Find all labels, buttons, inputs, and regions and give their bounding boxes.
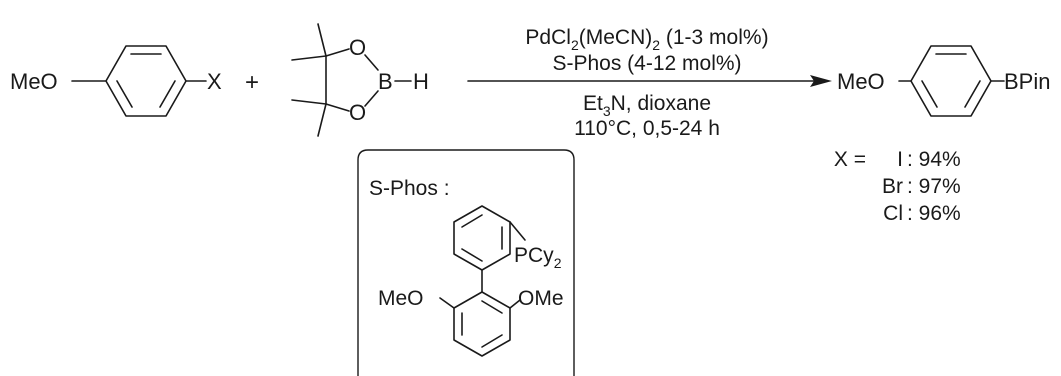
boronate-oxygen-top: O <box>349 35 366 60</box>
reaction-arrow-head <box>810 75 832 87</box>
sphos-c-p-bond <box>509 221 526 241</box>
boron-atom-label: B <box>378 69 393 94</box>
hydrogen-atom-label: H <box>413 69 429 94</box>
temperature-time-label: 110°C, 0,5-24 h <box>574 117 720 140</box>
sphos-title: S-Phos : <box>369 177 450 200</box>
yield-value: : 96% <box>907 202 961 225</box>
aryl-halide: MeO X <box>10 45 222 117</box>
yield-table: X = I : 94% Br : 97% Cl : 96% <box>834 148 961 225</box>
boronate-oxygen-bottom: O <box>349 100 366 125</box>
reactant-benzene-ring <box>105 45 187 117</box>
sphos-structure-box: S-Phos : PCy2 MeO OMe <box>357 149 575 376</box>
sphos-left-methoxy-label: MeO <box>378 287 424 310</box>
product-bpin-label: BPin <box>1004 69 1050 94</box>
yield-prefix: X = <box>834 148 866 171</box>
ligand-label: S-Phos (4-12 mol%) <box>552 52 741 75</box>
catalyst-label: PdCl2(MeCN)2 (1-3 mol%) <box>525 26 768 53</box>
sphos-box-border <box>357 149 575 376</box>
pinacolborane: O O B H <box>291 23 429 137</box>
product-methoxy-label: MeO <box>837 69 885 94</box>
pinacol-methyl-groups <box>291 23 327 137</box>
sphos-upper-ring-double-bonds <box>461 214 503 262</box>
sphos-phosphine-label: PCy2 <box>514 244 562 271</box>
product-benzene-ring <box>910 45 992 117</box>
sphos-lower-ring-double-bonds <box>461 300 503 348</box>
pinacol-c-o-bond-top <box>325 48 350 57</box>
yield-value: : 94% <box>907 148 961 171</box>
sphos-left-c-o-bond <box>439 297 455 309</box>
sphos-right-c-o-bond <box>509 299 521 309</box>
product-ring-double-bonds <box>921 53 981 108</box>
yield-value: : 97% <box>907 175 961 198</box>
yield-halide: Cl <box>883 202 903 225</box>
o-b-bond-bottom <box>364 90 379 107</box>
aryl-boronate-product: MeO BPin <box>837 45 1050 117</box>
o-b-bond-top <box>364 54 379 71</box>
reactant-leaving-group-label: X <box>207 69 222 94</box>
reactant-ring-double-bonds <box>116 53 176 108</box>
sphos-right-methoxy-label: OMe <box>518 287 564 310</box>
base-solvent-label: Et3N, dioxane <box>583 92 711 119</box>
reaction-conditions: PdCl2(MeCN)2 (1-3 mol%) S-Phos (4-12 mol… <box>467 26 832 140</box>
pinacol-c-o-bond-bottom <box>325 103 350 112</box>
plus-sign: + <box>245 69 259 96</box>
yield-halide: Br <box>882 175 903 198</box>
yield-halide: I <box>897 148 903 171</box>
reactant-methoxy-label: MeO <box>10 69 58 94</box>
